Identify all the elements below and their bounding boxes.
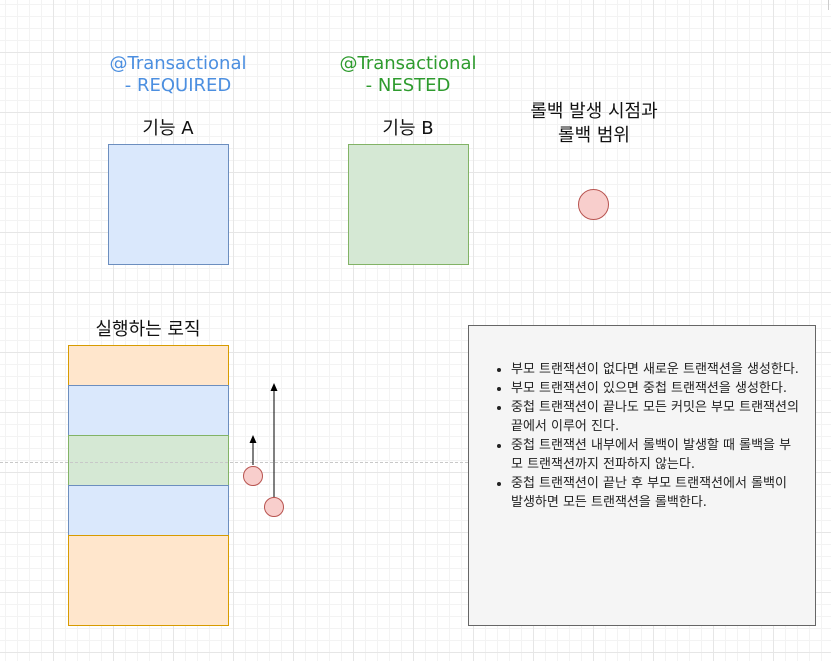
annotation-nested: @Transactional - NESTED: [318, 53, 498, 97]
rollback-legend-label: 롤백 발생 시점과 롤백 범위: [508, 100, 680, 148]
feature-a-box[interactable]: [108, 144, 229, 265]
canvas-edge: [828, 0, 829, 10]
feature-a-label: 기능 A: [142, 118, 194, 139]
logic-block-required-1[interactable]: [68, 385, 229, 436]
annotation-required-line1: @Transactional: [109, 53, 247, 74]
explanation-item-1: 부모 트랜잭션이 없다면 새로운 트랜잭션을 생성한다.: [511, 360, 801, 379]
rollback-legend-line2: 롤백 범위: [558, 125, 630, 146]
annotation-nested-line1: @Transactional: [339, 53, 477, 74]
rollback-point-nested[interactable]: [243, 466, 263, 486]
explanation-item-5: 중첩 트랜잭션이 끝난 후 부모 트랜잭션에서 롤백이 발생하면 모든 트랜잭션…: [511, 474, 801, 512]
logic-label: 실행하는 로직: [95, 319, 201, 340]
short-rollback-arrow-icon: [249, 435, 257, 465]
explanation-item-3: 중첩 트랜잭션이 끝나도 모든 커밋은 부모 트랜잭션의 끝에서 이루어 진다.: [511, 398, 801, 436]
annotation-required-line2: - REQUIRED: [124, 75, 232, 96]
long-rollback-arrow-icon: [270, 383, 278, 497]
logic-block-nested[interactable]: [68, 435, 229, 486]
rollback-arrows: [249, 383, 278, 497]
explanation-item-2: 부모 트랜잭션이 있으면 중첩 트랜잭션을 생성한다.: [511, 379, 801, 398]
explanation-list: 부모 트랜잭션이 없다면 새로운 트랜잭션을 생성한다. 부모 트랜잭션이 있으…: [469, 360, 815, 512]
logic-block-parent-start[interactable]: [68, 345, 229, 386]
logic-block-required-2[interactable]: [68, 485, 229, 536]
rollback-point-parent[interactable]: [264, 497, 284, 517]
feature-b-box[interactable]: [348, 144, 469, 265]
annotation-nested-line2: - NESTED: [365, 75, 451, 96]
feature-b-label: 기능 B: [382, 118, 434, 139]
rollback-point-legend[interactable]: [578, 189, 609, 220]
logic-block-parent-end[interactable]: [68, 535, 229, 626]
rollback-boundary-line: [0, 462, 468, 463]
rollback-legend-line1: 롤백 발생 시점과: [530, 101, 658, 122]
explanation-item-4: 중첩 트랜잭션 내부에서 롤백이 발생할 때 롤백을 부모 트랜잭션까지 전파하…: [511, 436, 801, 474]
annotation-required: @Transactional - REQUIRED: [88, 53, 268, 97]
explanation-note: 부모 트랜잭션이 없다면 새로운 트랜잭션을 생성한다. 부모 트랜잭션이 있으…: [468, 325, 816, 626]
